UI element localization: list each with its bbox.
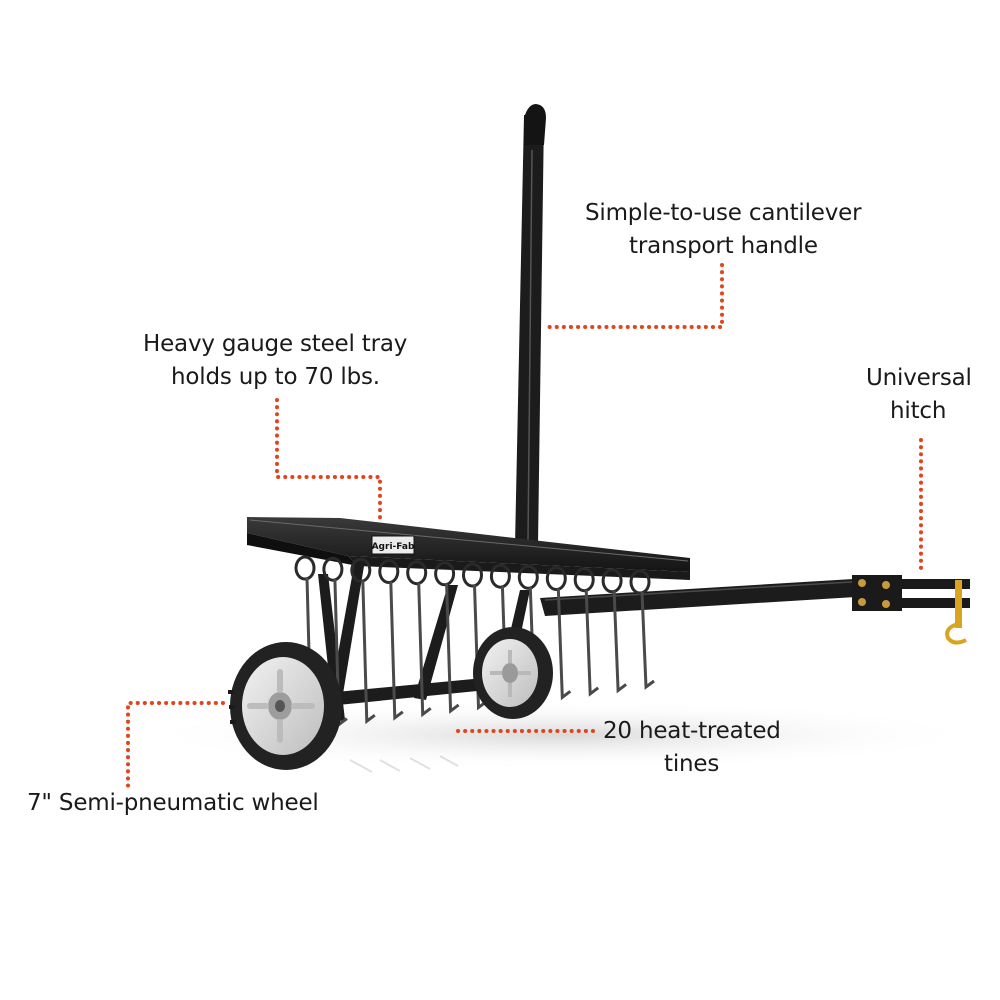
tine-coil: [434, 561, 456, 587]
universal-hitch: [852, 575, 970, 645]
tine-coil: [601, 568, 623, 594]
tine-coil: [517, 564, 539, 590]
tine-coil: [406, 560, 428, 586]
rear-wheel: [473, 627, 553, 719]
tine-coil: [573, 567, 595, 593]
tine: [584, 589, 600, 697]
tine-coils: [294, 555, 651, 595]
tine-coil: [462, 562, 483, 588]
leader-lines: [126, 263, 923, 790]
brand-logo-text: Agri-Fab: [372, 542, 415, 552]
tine-coil: [545, 566, 567, 591]
callout-tray-line2: holds up to 70 lbs.: [171, 364, 380, 390]
tine-coil: [350, 557, 372, 583]
callout-hitch-line2: hitch: [890, 398, 947, 424]
tow-bar: [540, 578, 872, 616]
callout-universal-hitch: Universal hitch: [866, 362, 972, 428]
front-wheel: [228, 642, 342, 770]
leader-line-tray: [275, 398, 382, 525]
callout-hitch-line1: Universal: [866, 365, 972, 391]
tine: [389, 581, 404, 721]
tine-coil: [378, 559, 400, 584]
tine: [417, 582, 432, 718]
callout-handle-line2: transport handle: [629, 233, 818, 259]
brand-logo: Agri-Fab: [371, 535, 415, 555]
callout-tines-line2: tines: [664, 751, 720, 777]
tine-coil: [322, 556, 344, 582]
callout-tines-line1: 20 heat-treated: [603, 718, 781, 744]
callout-wheel-line1: 7" Semi-pneumatic wheel: [27, 790, 319, 816]
tine: [445, 583, 460, 714]
callout-steel-tray: Heavy gauge steel tray holds up to 70 lb…: [143, 328, 407, 394]
leader-line-handle: [545, 263, 724, 329]
tine-coil: [294, 555, 316, 581]
callout-handle-line1: Simple-to-use cantilever: [585, 200, 862, 226]
tine: [361, 580, 376, 725]
tine: [640, 591, 655, 690]
callout-tines: 20 heat-treated tines: [603, 715, 781, 781]
tine: [556, 588, 572, 701]
tine-coil: [489, 563, 511, 589]
shadow-streaks: [349, 755, 459, 773]
callout-tray-line1: Heavy gauge steel tray: [143, 331, 408, 357]
transport-handle: [515, 104, 546, 545]
callout-wheel: 7" Semi-pneumatic wheel: [27, 787, 319, 820]
tine-coil: [629, 569, 651, 595]
callout-transport-handle: Simple-to-use cantilever transport handl…: [585, 197, 862, 263]
ground-shadow: [130, 700, 990, 770]
tine: [612, 590, 627, 694]
